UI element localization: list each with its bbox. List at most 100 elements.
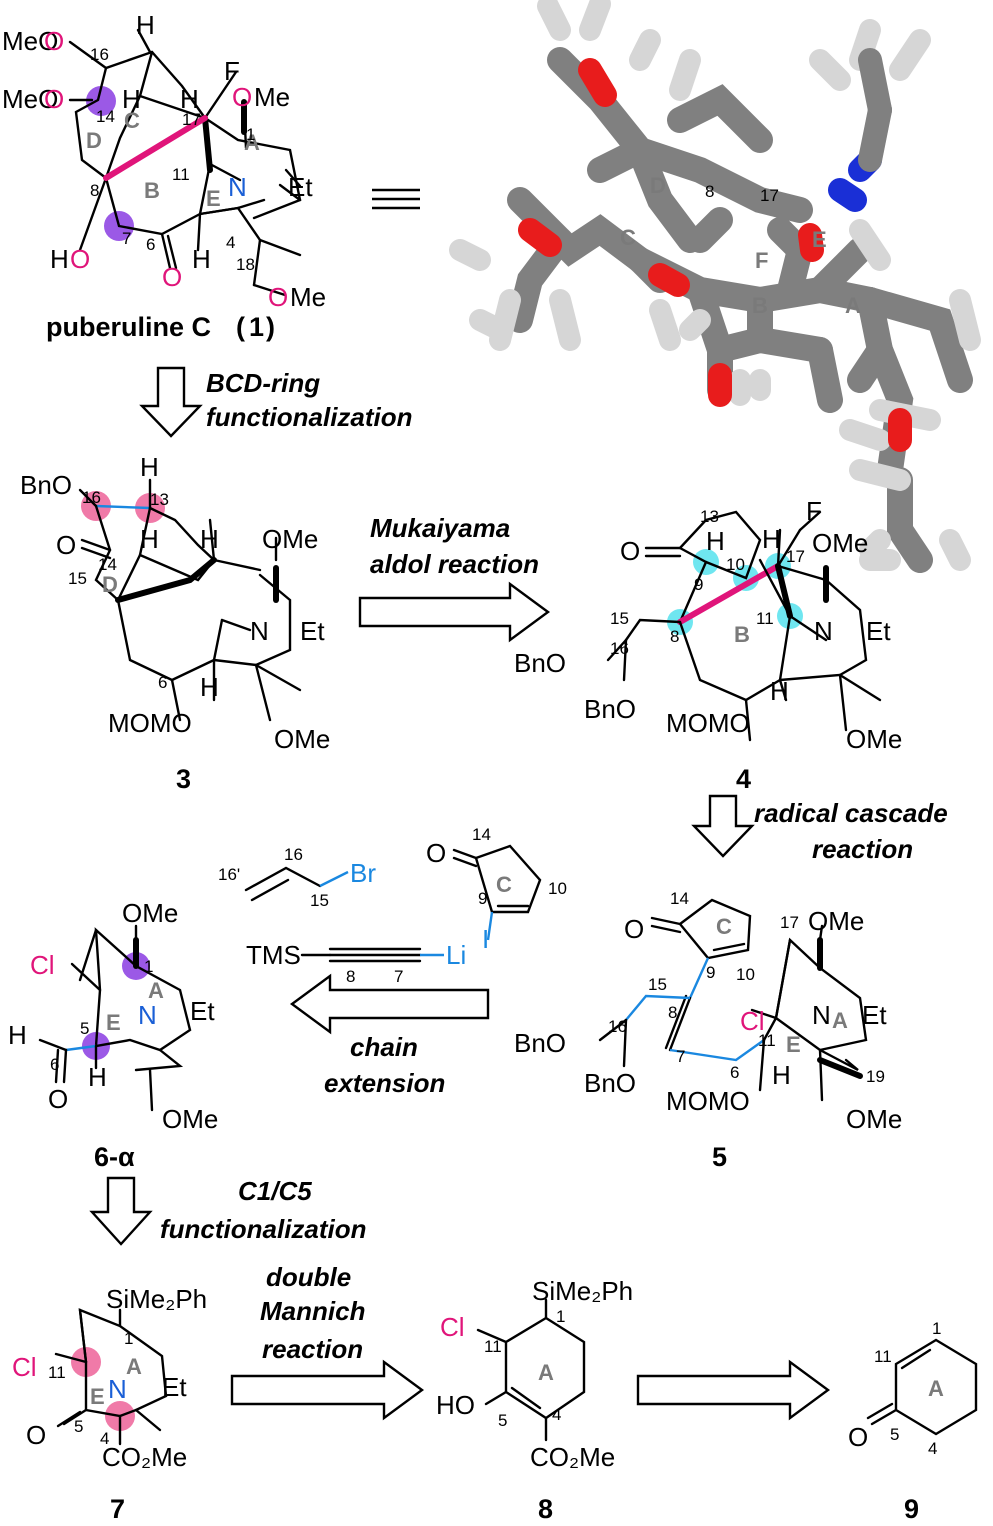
svg-text:16: 16 [608, 1017, 627, 1036]
svg-text:N: N [250, 616, 269, 646]
c1-F: F [224, 56, 240, 86]
svg-text:H: H [8, 1020, 27, 1050]
arrow-bcd: BCD-ring functionalization [139, 366, 413, 438]
svg-text:7: 7 [676, 1047, 685, 1066]
svg-text:7: 7 [110, 1494, 125, 1524]
svg-text:OMe: OMe [846, 724, 902, 754]
arrow-radical: radical cascade reaction [691, 794, 948, 864]
svg-text:10: 10 [548, 879, 567, 898]
svg-text:6: 6 [158, 673, 167, 692]
svg-text:1: 1 [249, 312, 264, 342]
svg-text:1: 1 [144, 957, 153, 976]
svg-text:14: 14 [670, 889, 689, 908]
svg-text:11: 11 [484, 1337, 502, 1356]
svg-text:18: 18 [236, 255, 255, 274]
svg-text:H: H [140, 452, 159, 482]
3d-num-17: 17 [760, 186, 779, 205]
svg-text:H: H [192, 244, 211, 274]
svg-text:11: 11 [758, 1031, 776, 1050]
svg-text:A: A [148, 978, 164, 1003]
svg-text:Et: Et [866, 616, 891, 646]
svg-text:HO: HO [436, 1390, 475, 1420]
svg-text:7: 7 [394, 967, 403, 986]
svg-text:19: 19 [866, 1067, 885, 1086]
svg-text:C: C [716, 914, 732, 939]
svg-text:OMe: OMe [262, 524, 318, 554]
svg-text:A: A [126, 1354, 142, 1379]
c1-O16: O [44, 26, 64, 56]
svg-text:8: 8 [668, 1003, 677, 1022]
svg-text:10: 10 [736, 965, 755, 984]
svg-text:Et: Et [288, 172, 313, 202]
svg-text:O: O [848, 1422, 868, 1452]
svg-text:F: F [806, 496, 822, 526]
svg-text:15: 15 [310, 891, 329, 910]
svg-text:O: O [70, 244, 90, 274]
svg-text:BnO: BnO [514, 1028, 566, 1058]
svg-text:11: 11 [756, 609, 774, 628]
svg-text:6-α: 6-α [94, 1142, 135, 1172]
svg-text:O: O [26, 1420, 46, 1450]
c3-BnO: BnO [20, 470, 72, 500]
svg-text:H: H [200, 672, 219, 702]
svg-text:SiMe₂Ph: SiMe₂Ph [106, 1284, 207, 1314]
svg-text:functionalization: functionalization [206, 402, 413, 432]
svg-text:Li: Li [446, 940, 466, 970]
svg-text:17: 17 [786, 547, 805, 566]
svg-text:aldol reaction: aldol reaction [370, 549, 539, 579]
svg-text:14: 14 [96, 107, 115, 126]
svg-text:BCD-ring: BCD-ring [206, 368, 320, 398]
svg-text:O: O [44, 84, 64, 114]
c1-N: N [228, 172, 247, 202]
svg-text:MOMO: MOMO [666, 708, 750, 738]
reagents: Br 16' 16 15 O I C 14 9 10 TMS Li 8 7 [218, 825, 567, 986]
svg-text:4: 4 [226, 233, 235, 252]
svg-text:N: N [138, 1000, 157, 1030]
svg-text:H: H [140, 524, 159, 554]
svg-text:C: C [496, 872, 512, 897]
svg-text:O: O [426, 838, 446, 868]
svg-text:1: 1 [556, 1307, 565, 1326]
svg-text:9: 9 [478, 889, 487, 908]
svg-text:Br: Br [350, 858, 376, 888]
svg-text:16: 16 [610, 639, 629, 658]
svg-text:A: A [244, 130, 260, 155]
c1-HO: H [50, 244, 69, 274]
arrow-chain: chain extension [289, 973, 490, 1098]
svg-text:7: 7 [122, 229, 131, 248]
svg-text:13: 13 [700, 507, 719, 526]
svg-text:TMS: TMS [246, 940, 301, 970]
svg-text:8: 8 [670, 627, 679, 646]
svg-text:H: H [180, 84, 199, 114]
svg-text:D: D [102, 572, 118, 597]
svg-text:H: H [762, 524, 781, 554]
svg-text:3: 3 [176, 764, 191, 794]
svg-text:11: 11 [172, 165, 190, 184]
svg-text:16: 16 [90, 45, 109, 64]
svg-text:OMe: OMe [162, 1104, 218, 1134]
svg-text:16: 16 [82, 488, 101, 507]
svg-text:5: 5 [890, 1425, 899, 1444]
3d-ring-E: E [812, 227, 827, 252]
svg-text:Mukaiyama: Mukaiyama [370, 513, 510, 543]
identity-sign [372, 188, 420, 210]
svg-text:H: H [772, 1060, 791, 1090]
svg-text:OMe: OMe [812, 528, 868, 558]
arrow-mukaiyama: Mukaiyama aldol reaction [358, 513, 551, 643]
svg-text:15: 15 [68, 569, 87, 588]
svg-text:5: 5 [74, 1417, 83, 1436]
arrow-mannich: double Mannich reaction [230, 1262, 425, 1421]
svg-text:H: H [200, 524, 219, 554]
svg-text:reaction: reaction [812, 834, 913, 864]
svg-text:I: I [482, 924, 489, 954]
c1-name: puberuline C [46, 312, 211, 342]
3d-num-8: 8 [705, 182, 714, 201]
svg-text:14: 14 [98, 555, 117, 574]
svg-text:E: E [786, 1032, 801, 1057]
svg-text:O: O [56, 530, 76, 560]
svg-text:D: D [86, 128, 102, 153]
svg-text:8: 8 [538, 1494, 553, 1524]
svg-text:A: A [538, 1360, 554, 1385]
svg-text:E: E [206, 186, 221, 211]
svg-text:5: 5 [80, 1019, 89, 1038]
